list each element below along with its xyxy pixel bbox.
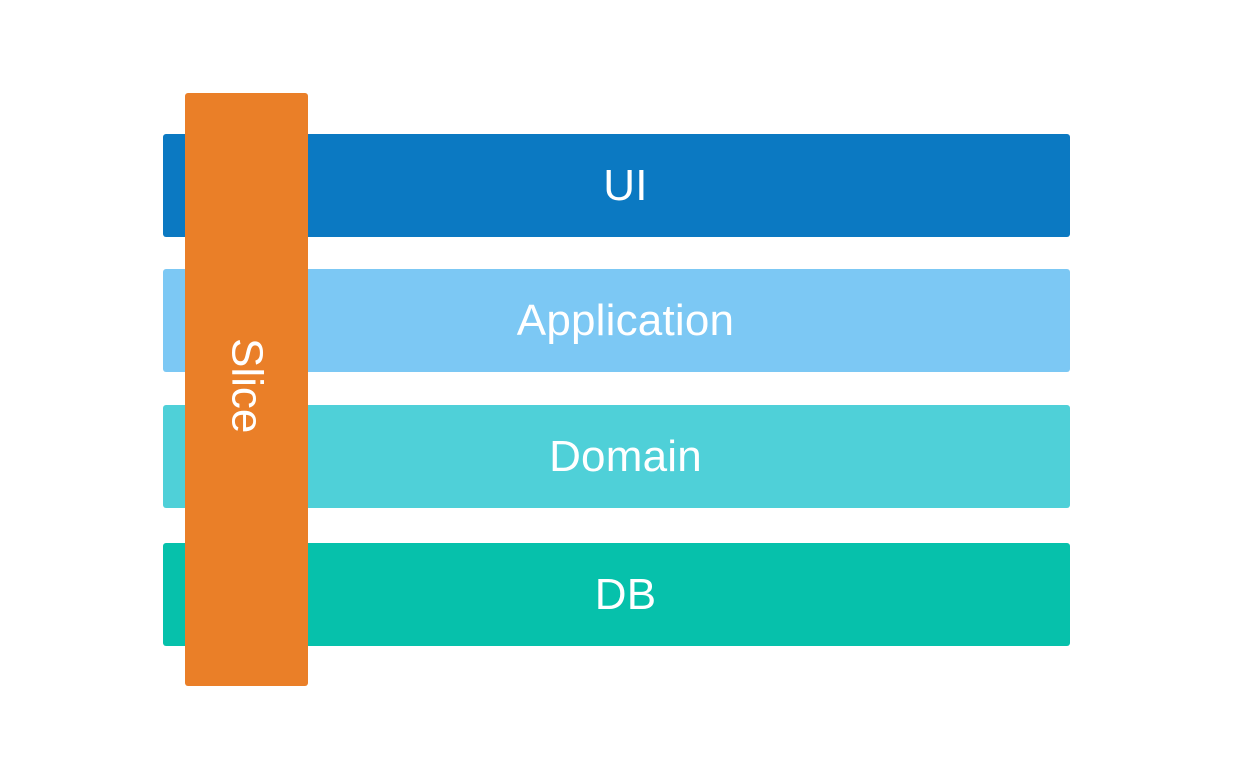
layer-label-db: DB: [594, 569, 657, 619]
layer-bar-application[interactable]: Application: [163, 269, 1070, 372]
layer-bar-ui[interactable]: UI: [163, 134, 1070, 237]
layer-label-application: Application: [516, 295, 735, 345]
layer-label-ui: UI: [603, 160, 648, 210]
layer-bar-db[interactable]: DB: [163, 543, 1070, 646]
vertical-slice-bar[interactable]: Slice: [185, 93, 308, 686]
layer-bar-domain[interactable]: Domain: [163, 405, 1070, 508]
vertical-slice-label: Slice: [222, 337, 272, 434]
layer-label-domain: Domain: [549, 431, 702, 481]
